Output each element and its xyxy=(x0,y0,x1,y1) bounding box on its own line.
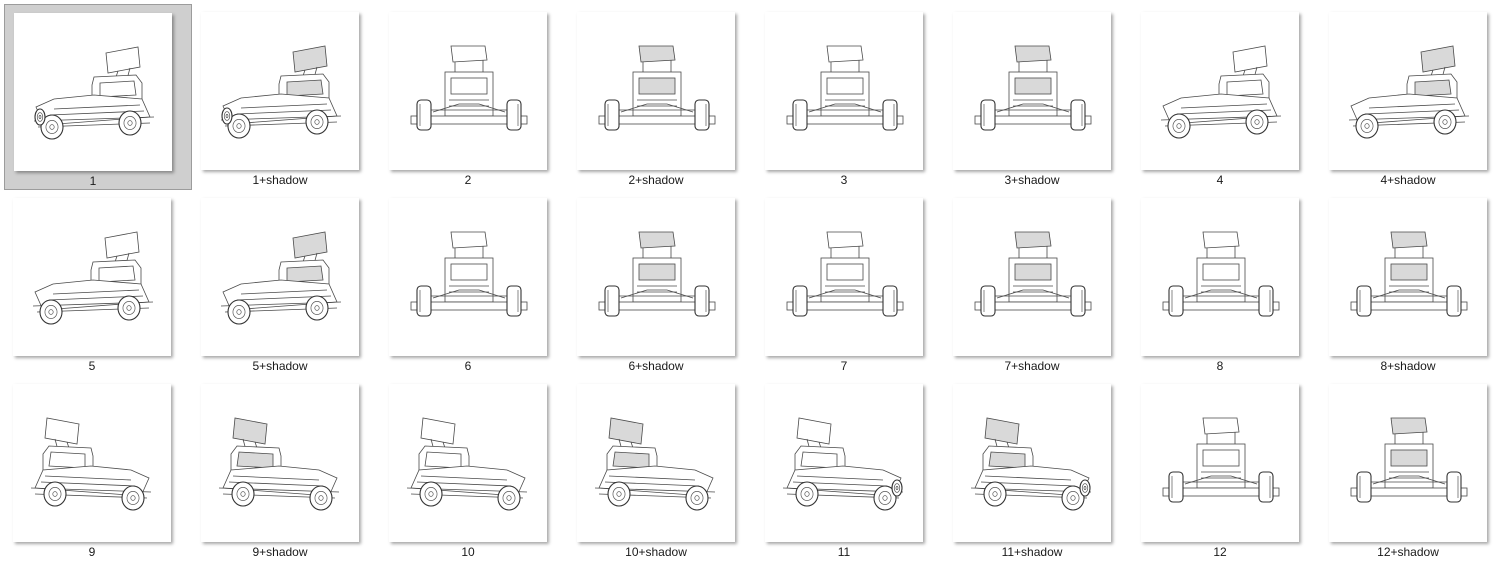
thumbnail-caption: 9+shadow xyxy=(252,545,308,559)
thumbnail-caption: 1+shadow xyxy=(252,173,308,187)
car-line-drawing xyxy=(1162,231,1280,317)
car-line-drawing xyxy=(598,45,716,131)
car-line-drawing xyxy=(786,231,904,317)
thumbnail-caption: 12 xyxy=(1213,545,1227,559)
thumbnail-image[interactable] xyxy=(1329,384,1487,542)
thumbnail-caption: 7+shadow xyxy=(1004,359,1060,373)
thumbnail-item[interactable]: 1 xyxy=(4,4,192,190)
thumbnail-caption: 11 xyxy=(837,545,851,559)
thumbnail-caption: 7 xyxy=(840,359,848,373)
thumbnail-image[interactable] xyxy=(14,13,172,171)
car-line-drawing xyxy=(30,417,152,511)
car-line-drawing xyxy=(1350,231,1468,317)
thumbnail-image[interactable] xyxy=(765,12,923,170)
thumbnail-item[interactable]: 12+shadow xyxy=(1320,376,1500,562)
thumbnail-item[interactable]: 6 xyxy=(380,190,568,376)
thumbnail-caption: 3 xyxy=(840,173,848,187)
thumbnail-item[interactable]: 9+shadow xyxy=(192,376,380,562)
car-line-drawing xyxy=(220,45,342,139)
thumbnail-caption: 6+shadow xyxy=(628,359,684,373)
car-line-drawing xyxy=(218,417,340,511)
thumbnail-image[interactable] xyxy=(1141,12,1299,170)
thumbnail-caption: 3+shadow xyxy=(1004,173,1060,187)
thumbnail-caption: 2 xyxy=(464,173,472,187)
thumbnail-caption: 2+shadow xyxy=(628,173,684,187)
thumbnail-image[interactable] xyxy=(13,198,171,356)
thumbnail-item[interactable]: 8+shadow xyxy=(1320,190,1500,376)
thumbnail-item[interactable]: 10+shadow xyxy=(568,376,756,562)
thumbnail-item[interactable]: 5 xyxy=(4,190,192,376)
thumbnail-image[interactable] xyxy=(201,198,359,356)
car-line-drawing xyxy=(1348,45,1470,139)
thumbnail-item[interactable]: 6+shadow xyxy=(568,190,756,376)
thumbnail-caption: 4+shadow xyxy=(1380,173,1436,187)
thumbnail-item[interactable]: 2 xyxy=(380,4,568,190)
thumbnail-item[interactable]: 11 xyxy=(756,376,944,562)
thumbnail-image[interactable] xyxy=(765,198,923,356)
thumbnail-image[interactable] xyxy=(577,384,735,542)
thumbnail-image[interactable] xyxy=(953,384,1111,542)
thumbnail-image[interactable] xyxy=(389,198,547,356)
thumbnail-caption: 6 xyxy=(464,359,472,373)
thumbnail-caption: 4 xyxy=(1216,173,1224,187)
car-line-drawing xyxy=(598,231,716,317)
thumbnail-caption: 5+shadow xyxy=(252,359,308,373)
car-line-drawing xyxy=(974,231,1092,317)
thumbnail-item[interactable]: 7+shadow xyxy=(944,190,1132,376)
thumbnail-caption: 10 xyxy=(461,545,475,559)
car-line-drawing xyxy=(1162,417,1280,503)
thumbnail-image[interactable] xyxy=(953,198,1111,356)
thumbnail-caption: 1 xyxy=(89,174,97,188)
thumbnail-caption: 10+shadow xyxy=(625,545,687,559)
thumbnail-image[interactable] xyxy=(201,12,359,170)
car-line-drawing xyxy=(1350,417,1468,503)
car-line-drawing xyxy=(594,417,716,511)
thumbnail-caption: 11+shadow xyxy=(1001,545,1063,559)
car-line-drawing xyxy=(974,45,1092,131)
thumbnail-item[interactable]: 2+shadow xyxy=(568,4,756,190)
car-line-drawing xyxy=(33,46,155,140)
car-line-drawing xyxy=(32,231,154,325)
car-line-drawing xyxy=(786,45,904,131)
thumbnail-item[interactable]: 3 xyxy=(756,4,944,190)
thumbnail-item[interactable]: 12 xyxy=(1132,376,1320,562)
thumbnail-item[interactable]: 9 xyxy=(4,376,192,562)
thumbnail-item[interactable]: 8 xyxy=(1132,190,1320,376)
thumbnail-item[interactable]: 4+shadow xyxy=(1320,4,1500,190)
thumbnail-image[interactable] xyxy=(577,198,735,356)
thumbnail-image[interactable] xyxy=(389,384,547,542)
thumbnail-caption: 5 xyxy=(88,359,96,373)
thumbnail-caption: 9 xyxy=(88,545,96,559)
thumbnail-image[interactable] xyxy=(1329,12,1487,170)
thumbnail-item[interactable]: 10 xyxy=(380,376,568,562)
thumbnail-image[interactable] xyxy=(1141,384,1299,542)
thumbnail-item[interactable]: 7 xyxy=(756,190,944,376)
car-line-drawing xyxy=(782,417,904,511)
car-line-drawing xyxy=(970,417,1092,511)
thumbnail-item[interactable]: 4 xyxy=(1132,4,1320,190)
thumbnail-image[interactable] xyxy=(1141,198,1299,356)
thumbnail-item[interactable]: 3+shadow xyxy=(944,4,1132,190)
thumbnail-image[interactable] xyxy=(389,12,547,170)
thumbnail-image[interactable] xyxy=(953,12,1111,170)
thumbnail-item[interactable]: 1+shadow xyxy=(192,4,380,190)
car-line-drawing xyxy=(406,417,528,511)
thumbnail-item[interactable]: 11+shadow xyxy=(944,376,1132,562)
thumbnail-image[interactable] xyxy=(201,384,359,542)
thumbnail-image[interactable] xyxy=(577,12,735,170)
thumbnail-caption: 8+shadow xyxy=(1380,359,1436,373)
thumbnail-image[interactable] xyxy=(13,384,171,542)
car-line-drawing xyxy=(410,45,528,131)
car-line-drawing xyxy=(220,231,342,325)
car-line-drawing xyxy=(1160,45,1282,139)
thumbnail-caption: 12+shadow xyxy=(1377,545,1439,559)
thumbnail-item[interactable]: 5+shadow xyxy=(192,190,380,376)
thumbnail-caption: 8 xyxy=(1216,359,1224,373)
thumbnail-image[interactable] xyxy=(1329,198,1487,356)
car-line-drawing xyxy=(410,231,528,317)
thumbnail-image[interactable] xyxy=(765,384,923,542)
